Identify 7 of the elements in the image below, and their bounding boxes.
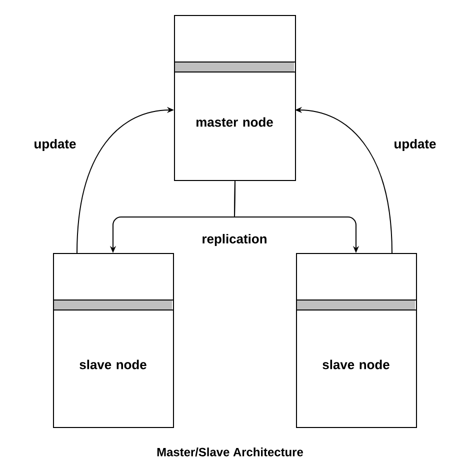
server-box: slave node — [296, 253, 417, 428]
caption: Master/Slave Architecture — [157, 448, 303, 456]
server-box: slave node — [52, 253, 174, 428]
edge-label: update — [392, 138, 438, 152]
edge-label: update — [32, 138, 78, 152]
server-box: master node — [174, 15, 296, 181]
edge-label: replication — [200, 232, 268, 248]
